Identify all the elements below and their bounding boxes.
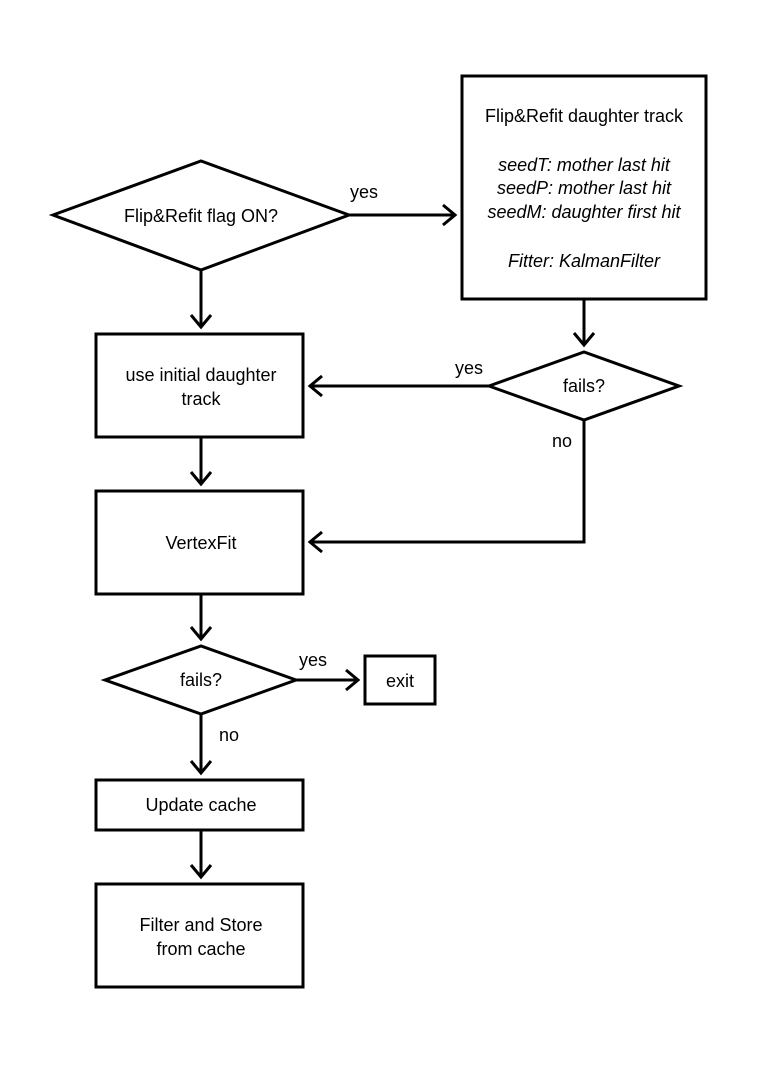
edge-flag-yes-arrowhead <box>442 203 458 227</box>
initial-track-box: use initial daughter track <box>94 332 305 439</box>
edge-label-flag-yes: yes <box>350 182 378 202</box>
edge-vertex-fails-no-arrowhead <box>189 760 213 776</box>
initial-track-line-1: use initial daughter <box>125 365 276 385</box>
flag-decision: Flip&Refit flag ON? <box>48 159 354 272</box>
filter-store-line-2: from cache <box>156 939 245 959</box>
refit-box: Flip&Refit daughter track seedT: mother … <box>460 74 708 301</box>
update-cache-label: Update cache <box>145 795 256 815</box>
edge-label-refit-fails-no: no <box>552 431 572 451</box>
edge-flag-no-arrowhead <box>189 314 213 330</box>
edge-label-vertex-fails-no: no <box>219 725 239 745</box>
refit-seedM: seedM: daughter first hit <box>487 202 681 222</box>
vertex-fit-box: VertexFit <box>94 489 305 596</box>
edge-cache-arrowhead <box>189 864 213 880</box>
filter-store-line-1: Filter and Store <box>139 915 262 935</box>
edge-initial-arrowhead <box>189 471 213 487</box>
exit-box: exit <box>363 654 437 706</box>
refit-seedP: seedP: mother last hit <box>497 178 672 198</box>
edge-refit-fails-no <box>310 420 586 544</box>
refit-fails-label: fails? <box>563 376 605 396</box>
edge-label-vertex-fails-yes: yes <box>299 650 327 670</box>
edge-vertex-fails-yes-arrowhead <box>345 668 361 692</box>
flag-decision-label: Flip&Refit flag ON? <box>124 206 278 226</box>
edge-refit-arrowhead <box>572 332 596 348</box>
refit-fails-decision: fails? <box>484 350 684 422</box>
exit-label: exit <box>386 671 414 691</box>
filter-store-box: Filter and Store from cache <box>94 882 305 989</box>
vertex-fit-label: VertexFit <box>165 533 236 553</box>
vertex-fails-label: fails? <box>180 670 222 690</box>
refit-fitter: Fitter: KalmanFilter <box>508 251 661 271</box>
update-cache-box: Update cache <box>94 778 305 832</box>
refit-seedT: seedT: mother last hit <box>498 155 671 175</box>
initial-track-line-2: track <box>181 389 221 409</box>
edge-refit-fails-yes-arrowhead <box>307 374 323 398</box>
edge-label-refit-fails-yes: yes <box>455 358 483 378</box>
vertex-fails-decision: fails? <box>100 644 301 716</box>
edge-vertex-arrowhead <box>189 626 213 642</box>
refit-box-title: Flip&Refit daughter track <box>485 106 684 126</box>
edge-refit-fails-no-arrowhead <box>307 530 323 554</box>
